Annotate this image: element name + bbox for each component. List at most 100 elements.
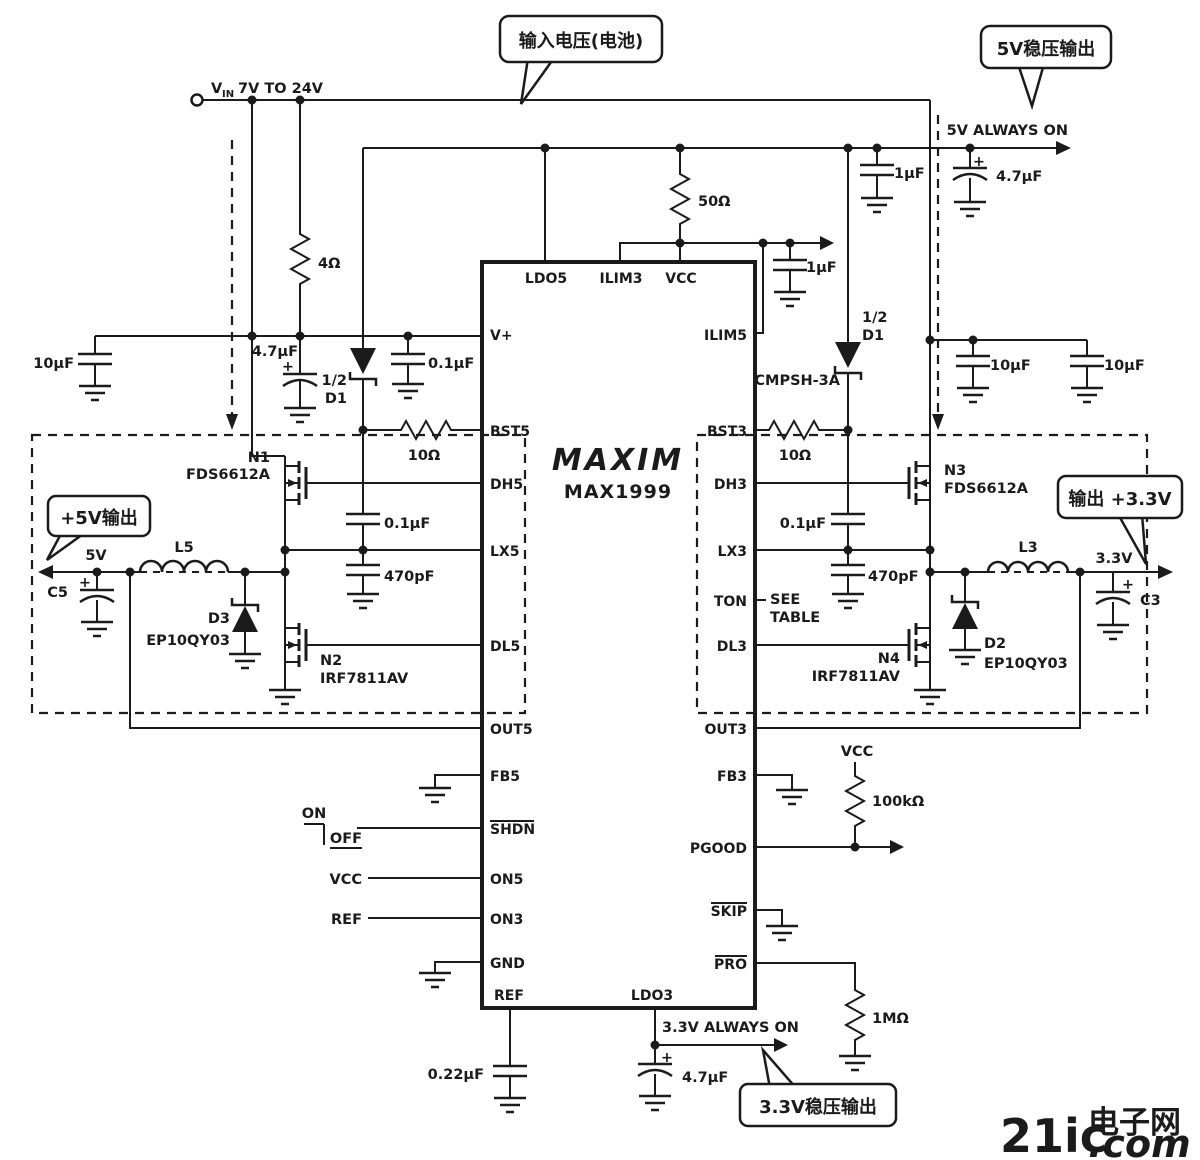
label-d3-part: EP10QY03 — [146, 633, 230, 649]
pin-dh3: DH3 — [714, 477, 747, 493]
label-c1u-rail: 1μF — [894, 166, 925, 182]
arrow-5v-always-on — [1056, 141, 1071, 155]
pin-pro: PRO — [714, 957, 747, 973]
label-r4: 4Ω — [318, 256, 340, 272]
diode-d2 — [950, 595, 980, 629]
pin-fb5: FB5 — [490, 769, 520, 785]
pin-lx3: LX3 — [718, 544, 747, 560]
on5-source-vcc: VCC — [329, 872, 362, 888]
pin-gnd: GND — [490, 956, 525, 972]
pin-on3: ON3 — [490, 912, 523, 928]
ic-max1999: MAXIM MAX1999 LDO5 ILIM3 VCC V+ BST5 DH5… — [480, 260, 757, 1010]
label-n1-part: FDS6612A — [186, 467, 271, 483]
resistor-100k — [843, 772, 867, 832]
label-r10-right: 10Ω — [779, 448, 812, 464]
resistor-50ohm — [668, 170, 692, 230]
pin-dl5: DL5 — [490, 639, 520, 655]
pin-dl3: DL3 — [717, 639, 747, 655]
buck3v3-dashed-box — [695, 433, 1149, 715]
pin-ilim5: ILIM5 — [704, 328, 747, 344]
current-path-dashed-arrows — [226, 115, 944, 430]
callout-input-voltage: 输入电压(电池) — [498, 14, 664, 105]
pin-out5: OUT5 — [490, 722, 533, 738]
circuit-wires — [53, 99, 1158, 1098]
pin-fb3: FB3 — [717, 769, 747, 785]
label-c470p-left: 470pF — [384, 569, 435, 585]
pin-shdn: SHDN — [490, 822, 535, 838]
watermark-brand: 21ic — [1000, 1109, 1107, 1160]
label-c10u-right2: 10μF — [1104, 358, 1145, 374]
callout-3v3-regulated-text: 3.3V稳压输出 — [759, 1096, 877, 1118]
pin-vcc: VCC — [665, 271, 696, 287]
label-d1-left-half: 1/2 — [322, 373, 347, 389]
label-n2-part: IRF7811AV — [320, 671, 409, 687]
pgood-pullup-vcc: VCC — [841, 744, 874, 760]
callout-3v3-regulated-output: 3.3V稳压输出 — [738, 1045, 898, 1128]
junction-dots — [92, 95, 1085, 1050]
label-n3-part: FDS6612A — [944, 481, 1029, 497]
label-r1m: 1MΩ — [872, 1011, 909, 1027]
label-c0u22-ref: 0.22μF — [428, 1067, 484, 1083]
pin-dh5: DH5 — [490, 477, 523, 493]
label-d1-right-half: 1/2 — [862, 310, 887, 326]
label-c4u7-ldo3: 4.7μF — [682, 1070, 728, 1086]
pin-skip: SKIP — [711, 904, 747, 920]
pin-ton: TON — [714, 594, 747, 610]
pin-lx5: LX5 — [490, 544, 519, 560]
on3-source-ref: REF — [331, 912, 362, 928]
label-c5: C5 — [47, 585, 68, 601]
pin-ldo5: LDO5 — [525, 271, 567, 287]
callout-plus3v3-text: 输出 +3.3V — [1068, 488, 1171, 510]
inductor-l3 — [986, 560, 1070, 573]
polarized-cap-curves — [79, 172, 1131, 1078]
pin-ldo3: LDO3 — [631, 988, 673, 1004]
label-l3: L3 — [1018, 540, 1037, 556]
label-d3-ref: D3 — [208, 611, 230, 627]
resistor-10ohm-bst5 — [397, 418, 452, 442]
pin-out3: OUT3 — [704, 722, 747, 738]
pin-pgood: PGOOD — [690, 841, 747, 857]
label-l5: L5 — [174, 540, 193, 556]
callout-5v-regulated-output: 5V稳压输出 — [979, 24, 1113, 111]
net-5v: 5V — [85, 548, 107, 564]
label-c10u-in: 10μF — [33, 356, 74, 372]
diode-d3 — [230, 598, 260, 632]
ton-see-table-2: TABLE — [770, 610, 820, 626]
pin-ilim3: ILIM3 — [599, 271, 642, 287]
capacitors — [78, 163, 1131, 1078]
watermark: 21ic 电子网 .com — [1000, 1105, 1191, 1160]
rail-3v3-always-on: 3.3V ALWAYS ON — [662, 1020, 799, 1036]
label-c4u7-vplus: 4.7μF — [252, 344, 298, 360]
label-c4u7-rail: 4.7μF — [996, 169, 1042, 185]
callout-5v-regulated-text: 5V稳压输出 — [997, 38, 1095, 60]
arrowheads — [38, 141, 1173, 1052]
label-d1-right-ref: D1 — [862, 328, 884, 344]
pin-bst5: BST5 — [490, 424, 530, 440]
vin-label-v: V — [211, 81, 223, 97]
label-c1u-vcc: 1μF — [806, 260, 837, 276]
mosfet-n4 — [907, 621, 932, 669]
diode-d1-left — [348, 348, 378, 386]
vin-label-range: 7V TO 24V — [238, 81, 324, 97]
pin-ref: REF — [494, 988, 524, 1004]
label-c3: C3 — [1140, 593, 1161, 609]
inductors — [138, 559, 1070, 573]
label-r10-left: 10Ω — [408, 448, 441, 464]
plus-c5: + — [79, 575, 91, 591]
arrow-vcc-out — [820, 236, 834, 250]
vin-label-sub: IN — [222, 89, 234, 100]
vin-terminal — [190, 93, 204, 107]
label-n2-ref: N2 — [320, 653, 342, 669]
inductor-l5 — [138, 559, 230, 573]
ic-brand: MAXIM — [552, 443, 684, 478]
callout-plus3v3-output: 输出 +3.3V — [1056, 474, 1184, 565]
callout-input-voltage-text: 输入电压(电池) — [519, 30, 643, 52]
arrow-3v3-output — [1158, 565, 1173, 579]
watermark-cn: 电子网 — [1088, 1105, 1181, 1141]
mosfet-n2 — [283, 621, 308, 669]
label-r50: 50Ω — [698, 194, 731, 210]
net-labels: V IN 7V TO 24V 5V ALWAYS ON 3.3V ALWAYS … — [85, 81, 1133, 1036]
label-d2-part: EP10QY03 — [984, 656, 1068, 672]
pin-bst3: BST3 — [707, 424, 747, 440]
